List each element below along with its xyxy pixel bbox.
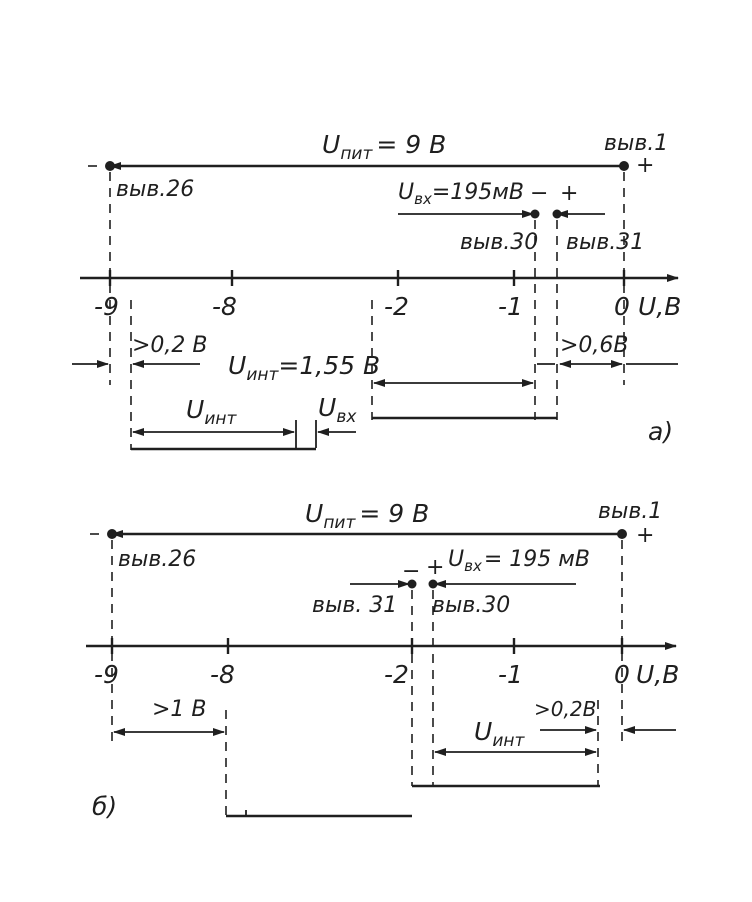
axis-a: [80, 270, 679, 286]
supply-label-a: Uпит= 9 В: [322, 130, 446, 164]
pin1-dot-a: [619, 161, 629, 171]
tick-b-1: -8: [210, 660, 235, 689]
margin-left-b: >1 В: [152, 697, 207, 722]
vin-label-b: Uвх= 195 мВ: [448, 547, 590, 575]
vin-minus-a: −: [530, 181, 548, 206]
pin31-label-b: выв. 31: [312, 593, 397, 618]
pin26-dot-a: [105, 161, 115, 171]
supply-line-a: [88, 161, 629, 171]
margin-right-a: >0,6В: [560, 333, 629, 358]
pin30-label-b: выв.30: [432, 593, 510, 618]
tick-b-3: -1: [498, 660, 523, 689]
vin-minus-b: −: [402, 559, 420, 584]
pin1-plus-b: +: [636, 523, 654, 548]
pin26-label-a: выв.26: [116, 177, 194, 202]
pin1-dot-b: [617, 529, 627, 539]
pin1-label-b: выв.1: [598, 499, 662, 524]
vin-plus-b: +: [426, 555, 444, 580]
tick-b-4: 0: [614, 660, 630, 689]
diagram-a: Uпит= 9 В выв.1 + выв.26 Uвх=195мВ − + в…: [72, 130, 681, 451]
diagram-b: Uпит= 9 В выв.1 + выв.26 − + Uвх= 195 мВ…: [86, 499, 679, 821]
pin26-label-b: выв.26: [118, 547, 196, 572]
supply-line-b: [90, 529, 627, 539]
uint-label-a: Uинт=1,55 В: [228, 351, 380, 385]
tick-a-2: -2: [384, 292, 409, 321]
caption-b: б): [92, 792, 117, 821]
tick-a-4: 0: [614, 292, 630, 321]
tick-a-0: -9: [94, 292, 119, 321]
pin1-plus-a: +: [636, 153, 654, 178]
pin1-label-a: выв.1: [604, 131, 668, 156]
tick-a-1: -8: [212, 292, 237, 321]
vin-label-a: Uвх=195мВ: [398, 180, 524, 208]
pin31-dot-a: [552, 209, 562, 219]
pin31-label-a: выв.31: [566, 230, 644, 255]
vin-plus-a: +: [560, 181, 578, 206]
pin30-label-a: выв.30: [460, 230, 538, 255]
supply-label-b: Uпит= 9 В: [305, 499, 429, 533]
pin30-dot-a: [530, 209, 540, 219]
vin-segment-a: [398, 209, 605, 219]
pin30-dot-b: [428, 579, 438, 589]
axis-b: [86, 638, 677, 654]
pin26-dot-b: [107, 529, 117, 539]
margin-right-b: >0,2В: [534, 697, 596, 721]
tick-a-3: -1: [498, 292, 523, 321]
uvx2-label-a: Uвх: [318, 393, 357, 427]
uint2-label-a: Uинт: [186, 395, 237, 429]
axis-label-b: U,В: [636, 660, 679, 689]
vin-segment-b: [350, 579, 576, 589]
caption-a: а): [648, 417, 673, 446]
tick-b-2: -2: [384, 660, 409, 689]
tick-b-0: -9: [94, 660, 119, 689]
pin31-dot-b: [407, 579, 417, 589]
uint-label-b: Uинт: [474, 717, 525, 751]
margin-left-a: >0,2 В: [132, 333, 208, 358]
axis-label-a: U,В: [638, 292, 681, 321]
